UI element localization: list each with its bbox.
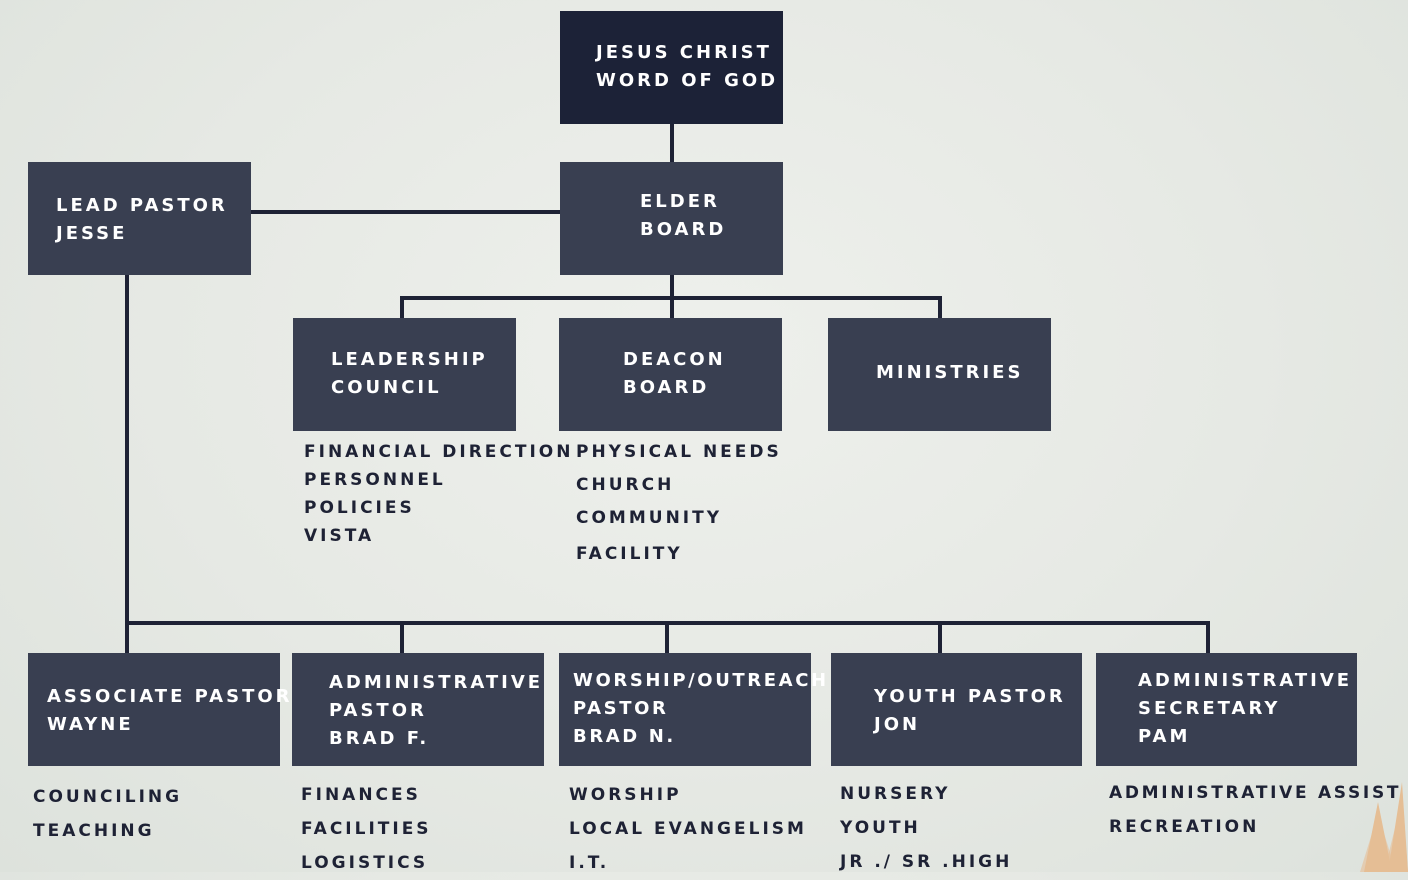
youth-pastor-title: YOUTH PASTOR (874, 686, 1066, 707)
administrative-secretary-box: ADMINISTRATIVE SECRETARY PAM (1096, 653, 1357, 766)
ministries-box: MINISTRIES (828, 318, 1051, 431)
list-item: LOCAL EVANGELISM (569, 819, 807, 839)
list-item: I.T. (569, 853, 610, 873)
jesus-christ-box: JESUS CHRIST WORD OF GOD (560, 11, 783, 124)
associate-pastor-list: COUNCILING TEACHING (33, 780, 182, 848)
list-item: VISTA (304, 526, 375, 546)
associate-pastor-name: WAYNE (47, 714, 134, 735)
worship-outreach-pastor-list: WORSHIP LOCAL EVANGELISM I.T. (569, 778, 807, 880)
list-item: FACILITIES (301, 819, 432, 839)
administrative-secretary-name: PAM (1138, 726, 1191, 747)
administrative-pastor-list: FINANCES FACILITIES LOGISTICS (301, 778, 432, 880)
lead-pastor-title: LEAD PASTOR (56, 195, 228, 216)
elder-board-box: ELDER BOARD (560, 162, 783, 275)
youth-pastor-list: NURSERY YOUTH JR ./ SR .HIGH (840, 777, 1012, 879)
jesus-christ-line2: WORD OF GOD (596, 70, 779, 91)
list-item: ADMINISTRATIVE ASSIST (1109, 783, 1402, 803)
tree-icon (1360, 782, 1408, 872)
leadership-council-line1: LEADERSHIP (331, 349, 488, 370)
list-item: YOUTH (840, 818, 921, 838)
administrative-secretary-list: ADMINISTRATIVE ASSIST RECREATION (1109, 776, 1401, 844)
deacon-board-line2: BOARD (623, 377, 710, 398)
youth-pastor-box: YOUTH PASTOR JON (831, 653, 1082, 766)
worship-outreach-pastor-box: WORSHIP/OUTREACH PASTOR BRAD N. (559, 653, 829, 766)
list-item: CHURCH (576, 475, 675, 495)
list-item: JR ./ SR .HIGH (840, 852, 1013, 872)
list-item: RECREATION (1109, 817, 1260, 837)
deacon-board-line1: DEACON (623, 349, 726, 370)
administrative-pastor-name: BRAD F. (329, 728, 430, 749)
list-item: FINANCES (301, 785, 421, 805)
leadership-council-line2: COUNCIL (331, 377, 442, 398)
lead-pastor-box: LEAD PASTOR JESSE (28, 162, 251, 275)
lead-pastor-name: JESSE (56, 223, 128, 244)
list-item: NURSERY (840, 784, 951, 804)
associate-pastor-box: ASSOCIATE PASTOR WAYNE (28, 653, 293, 766)
elder-board-line1: ELDER (640, 191, 720, 212)
elder-board-line2: BOARD (640, 219, 727, 240)
administrative-pastor-line1: ADMINISTRATIVE (329, 672, 544, 693)
list-item: FACILITY (576, 544, 683, 564)
list-item: PERSONNEL (304, 470, 446, 490)
deacon-board-box: DEACON BOARD (559, 318, 782, 431)
administrative-pastor-line2: PASTOR (329, 700, 427, 721)
jesus-christ-line1: JESUS CHRIST (596, 42, 772, 63)
list-item: COMMUNITY (576, 508, 723, 528)
leadership-council-box: LEADERSHIP COUNCIL (293, 318, 516, 431)
list-item: TEACHING (33, 821, 155, 841)
deacon-board-list: PHYSICAL NEEDS CHURCH COMMUNITY FACILITY (576, 438, 782, 568)
ministries-label: MINISTRIES (876, 362, 1024, 383)
worship-outreach-pastor-line1: WORSHIP/OUTREACH (573, 670, 829, 691)
associate-pastor-title: ASSOCIATE PASTOR (47, 686, 293, 707)
list-item: POLICIES (304, 498, 415, 518)
administrative-pastor-box: ADMINISTRATIVE PASTOR BRAD F. (292, 653, 544, 766)
administrative-secretary-line2: SECRETARY (1138, 698, 1281, 719)
list-item: FINANCIAL DIRECTION (304, 442, 574, 462)
administrative-secretary-line1: ADMINISTRATIVE (1138, 670, 1353, 691)
list-item: PHYSICAL NEEDS (576, 442, 782, 462)
list-item: WORSHIP (569, 785, 682, 805)
youth-pastor-name: JON (874, 714, 921, 735)
list-item: COUNCILING (33, 787, 183, 807)
worship-outreach-pastor-name: BRAD N. (573, 726, 676, 747)
leadership-council-list: FINANCIAL DIRECTION PERSONNEL POLICIES V… (304, 438, 573, 550)
list-item: LOGISTICS (301, 853, 429, 873)
worship-outreach-pastor-line2: PASTOR (573, 698, 669, 719)
